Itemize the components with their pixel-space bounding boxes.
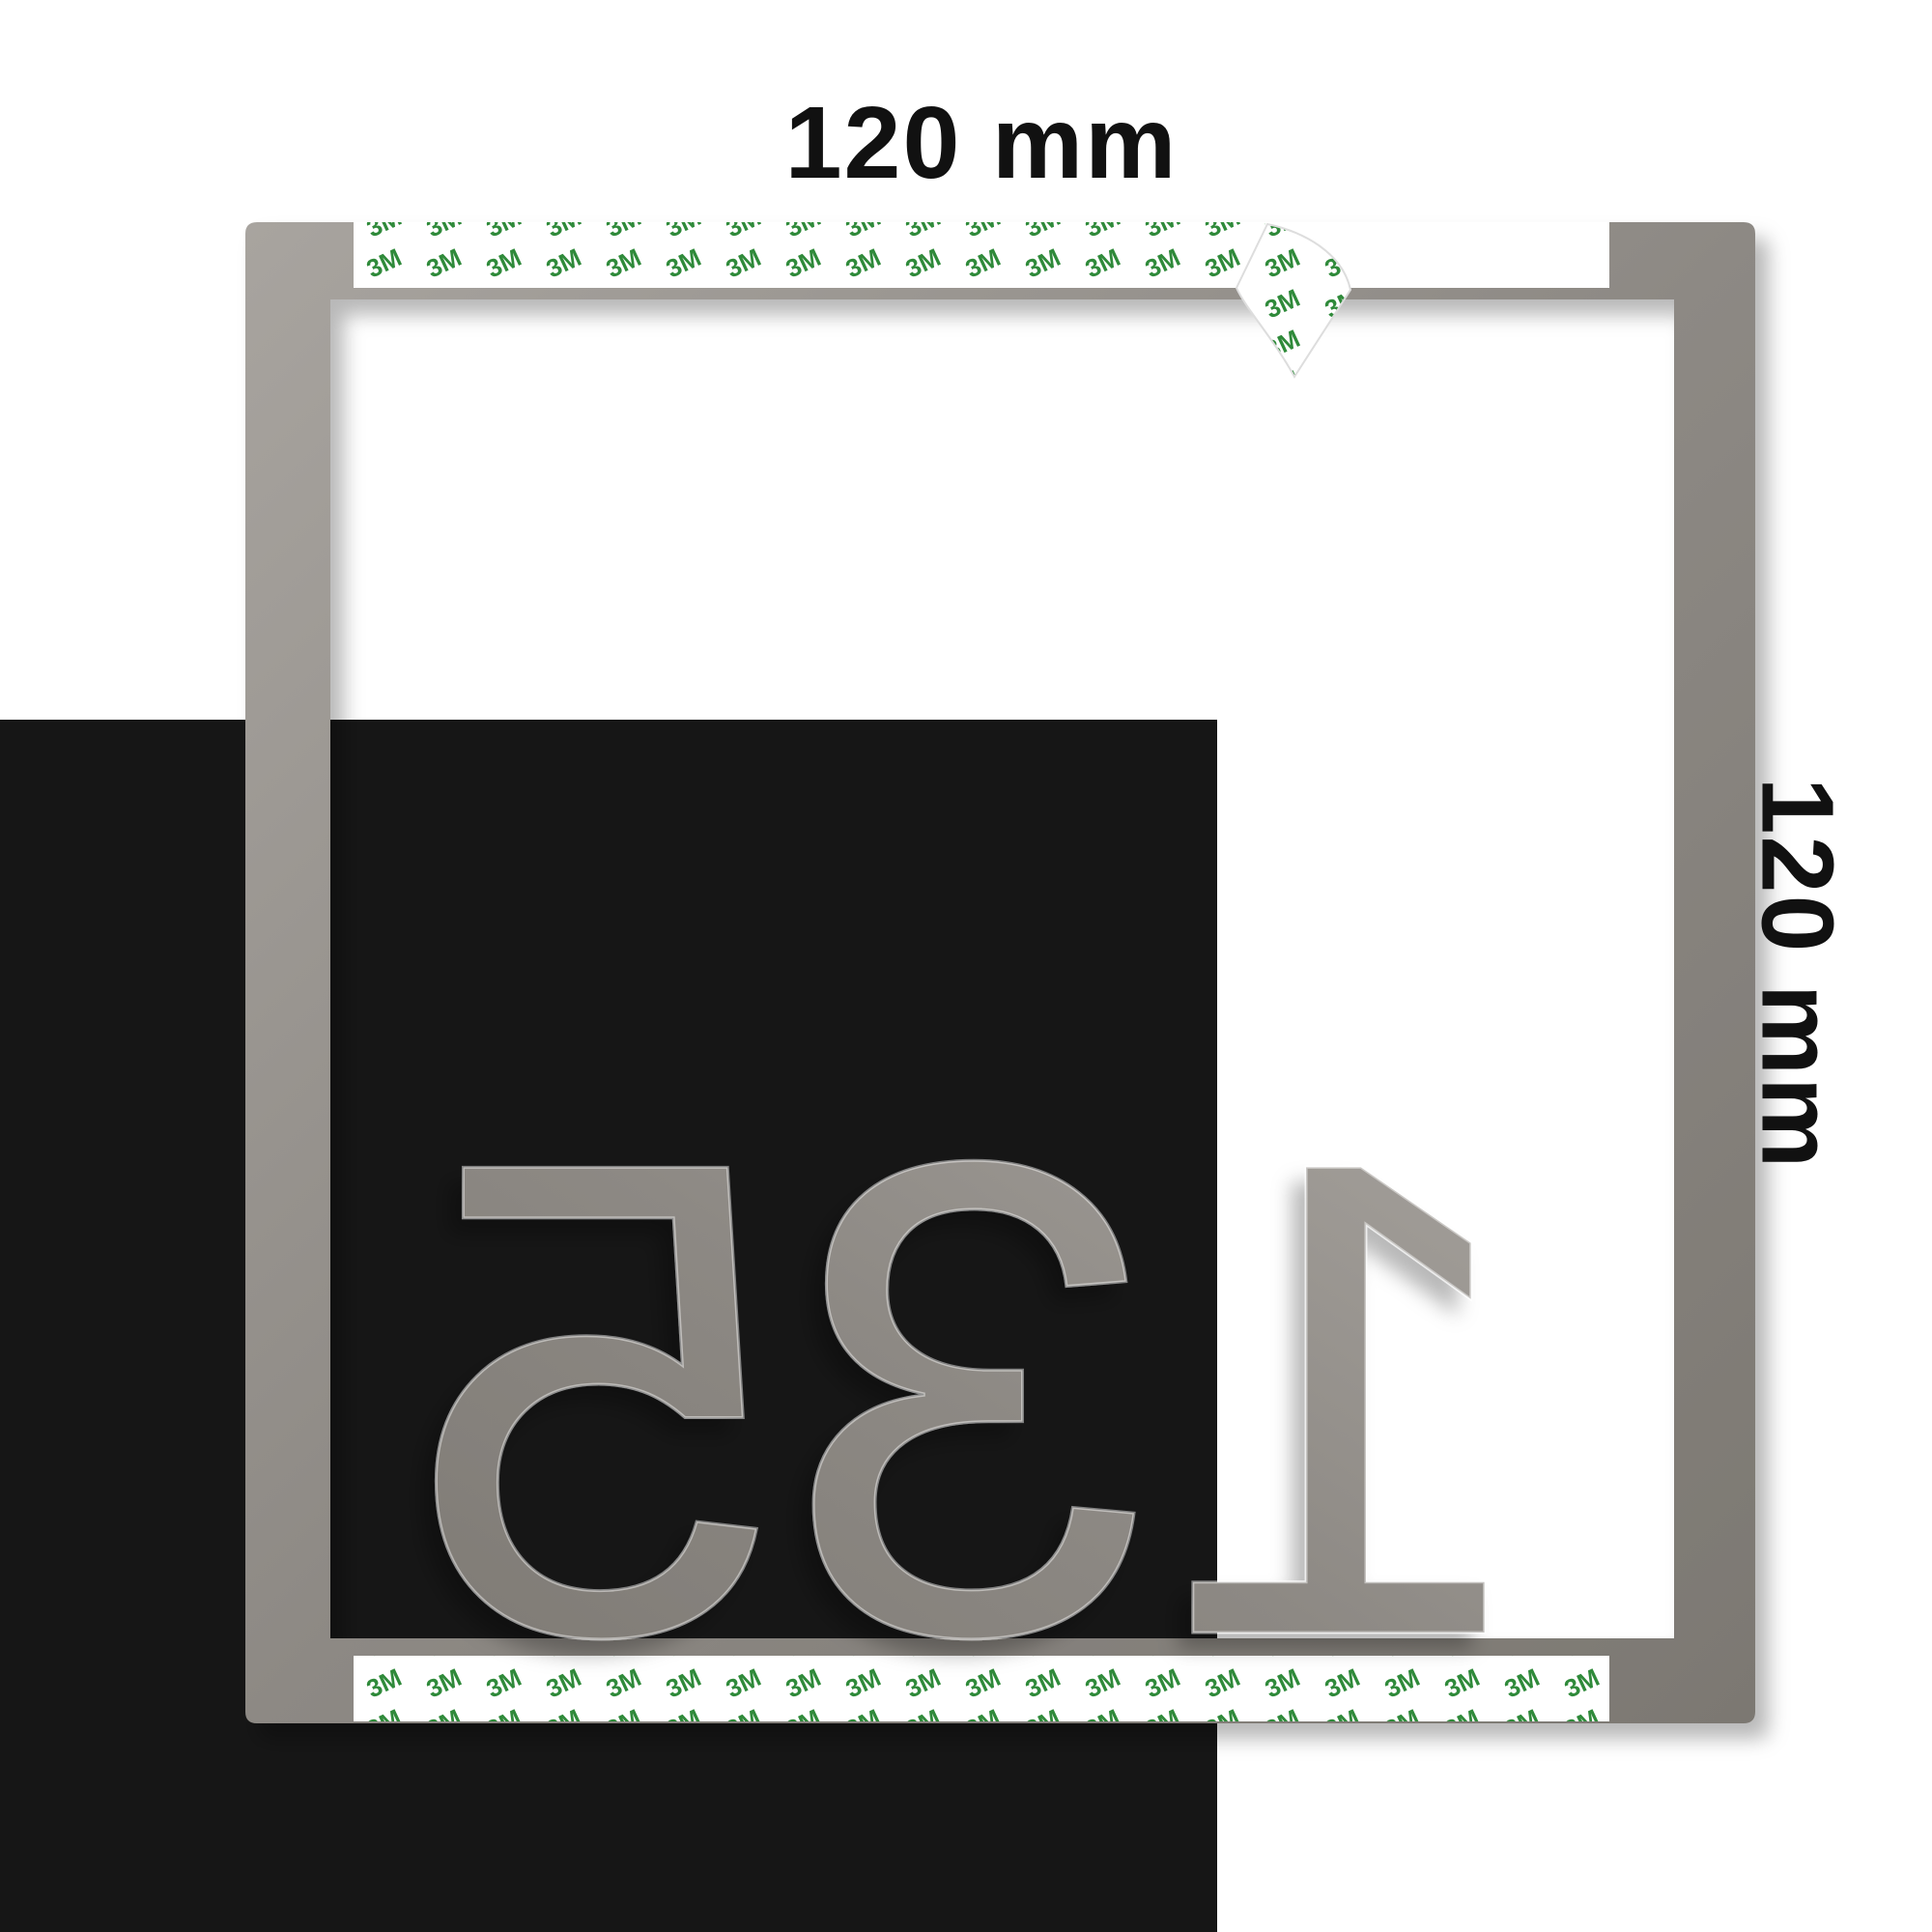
bottom-adhesive-tape — [354, 1656, 1609, 1721]
width-dimension-label: 120 mm — [784, 86, 1179, 200]
black-background-panel — [0, 720, 1217, 1932]
height-dimension-label: 120 mm — [1740, 777, 1855, 1171]
plaque-number: 135 — [408, 1021, 1536, 1776]
peeled-tape-corner — [1235, 222, 1352, 379]
